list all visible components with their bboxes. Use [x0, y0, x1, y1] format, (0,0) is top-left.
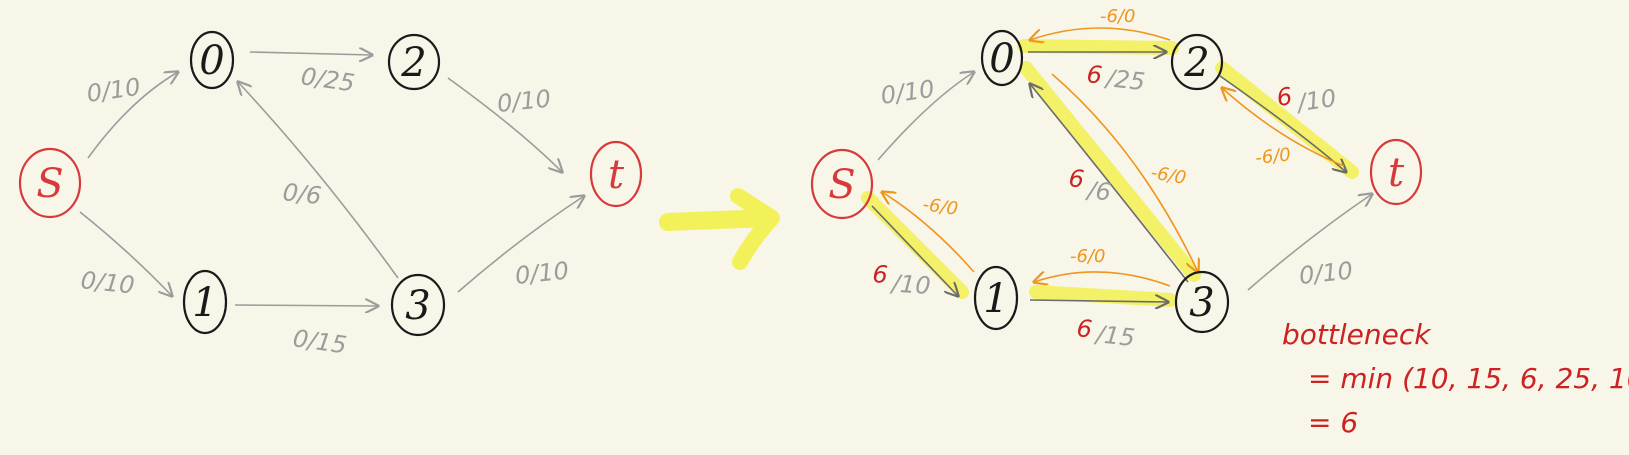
edge-r-3-0: [1030, 84, 1189, 283]
bottleneck-note: bottleneck = min (10, 15, 6, 25, 10) = 6: [1282, 318, 1629, 439]
edge-r-s-0: [877, 72, 974, 161]
right-graph: 0/10 6 /10 6 /25 6 /6 6 /15 6 /10 0/10 -…: [810, 6, 1423, 352]
svg-text:/6: /6: [1084, 176, 1112, 206]
edge-label-s-0: 0/10: [85, 73, 142, 108]
svg-text:S: S: [828, 162, 855, 208]
rev-edge-t-2: [1222, 88, 1345, 167]
edge-r-1-3: [1029, 300, 1168, 302]
node-r-2: 2: [1170, 33, 1224, 91]
node-3: 3: [390, 273, 446, 337]
svg-text:1: 1: [192, 280, 217, 326]
edge-label-2-t: 0/10: [496, 84, 553, 117]
svg-text:/25: /25: [1103, 64, 1146, 96]
node-s: S: [18, 147, 82, 219]
edge-label-3-t: 0/10: [514, 256, 571, 289]
node-t: t: [589, 140, 643, 208]
edge-label-r-2-t: 6 /10: [1275, 82, 1338, 117]
edge-r-3-t: [1247, 194, 1372, 291]
svg-text:/10: /10: [889, 269, 931, 300]
rev-edge-0-3: [1051, 73, 1198, 272]
rev-edge-2-0: [1030, 27, 1171, 40]
edge-label-s-1: 0/10: [79, 266, 136, 299]
node-r-t: t: [1369, 138, 1423, 206]
svg-text:t: t: [608, 152, 625, 198]
edge-3-t: [457, 196, 584, 293]
edge-r-s-1: [871, 205, 958, 296]
edge-0-2: [249, 52, 372, 55]
svg-text:6: 6: [1067, 164, 1085, 193]
edge-s-0: [87, 72, 178, 159]
svg-text:6: 6: [872, 260, 889, 289]
bottleneck-formula: = min (10, 15, 6, 25, 10): [1308, 362, 1629, 395]
svg-text:S: S: [36, 161, 63, 207]
svg-text:2: 2: [400, 40, 426, 86]
bottleneck-result: = 6: [1308, 406, 1358, 439]
node-2: 2: [387, 33, 441, 91]
rev-label-t-2: -6/0: [1254, 144, 1291, 169]
svg-text:/10: /10: [1294, 84, 1338, 117]
svg-text:6: 6: [1275, 82, 1294, 112]
svg-text:3: 3: [1189, 280, 1214, 326]
node-r-s: S: [810, 148, 874, 220]
svg-text:1: 1: [983, 276, 1008, 322]
edge-label-3-0: 0/6: [281, 178, 322, 210]
node-0: 0: [189, 30, 235, 90]
node-r-3: 3: [1174, 270, 1230, 334]
svg-text:6: 6: [1085, 60, 1103, 89]
edge-label-r-s-0: 0/10: [879, 75, 936, 110]
edge-label-1-3: 0/15: [291, 324, 348, 359]
edge-label-r-1-3: 6 /15: [1075, 314, 1136, 352]
edge-3-0: [238, 82, 399, 279]
svg-text:6: 6: [1075, 314, 1093, 343]
node-r-1: 1: [973, 265, 1019, 331]
rev-label-1-s: -6/0: [921, 194, 959, 220]
edge-1-3: [234, 305, 378, 306]
rev-label-3-1: -6/0: [1070, 246, 1105, 267]
edge-label-r-s-1: 6 /10: [872, 260, 932, 300]
rev-edge-3-1: [1034, 272, 1171, 287]
augmenting-path-highlight: [861, 39, 1359, 307]
edge-2-t: [447, 77, 562, 172]
rev-edge-1-s: [882, 192, 975, 273]
svg-text:t: t: [1388, 150, 1405, 196]
transition-arrow: [659, 188, 780, 270]
edge-label-r-0-3: 6 /6: [1067, 164, 1112, 206]
node-r-0: 0: [980, 29, 1024, 87]
rev-label-0-3: -6/0: [1149, 162, 1188, 189]
svg-text:3: 3: [405, 283, 430, 329]
left-graph: 0/10 0/10 0/25 0/6 0/15 0/10 0/10 S 0 2 …: [18, 30, 643, 359]
svg-text:2: 2: [1183, 40, 1209, 86]
edge-label-r-3-t: 0/10: [1298, 256, 1355, 289]
svg-text:0: 0: [199, 38, 224, 84]
svg-text:0: 0: [989, 36, 1014, 82]
edge-s-1: [79, 211, 172, 296]
rev-label-2-0: -6/0: [1100, 6, 1135, 27]
bottleneck-title: bottleneck: [1282, 318, 1432, 351]
svg-text:/15: /15: [1093, 320, 1136, 352]
node-1: 1: [182, 269, 228, 335]
edge-label-0-2: 0/25: [299, 62, 356, 97]
edge-label-r-0-2: 6 /25: [1085, 60, 1146, 96]
